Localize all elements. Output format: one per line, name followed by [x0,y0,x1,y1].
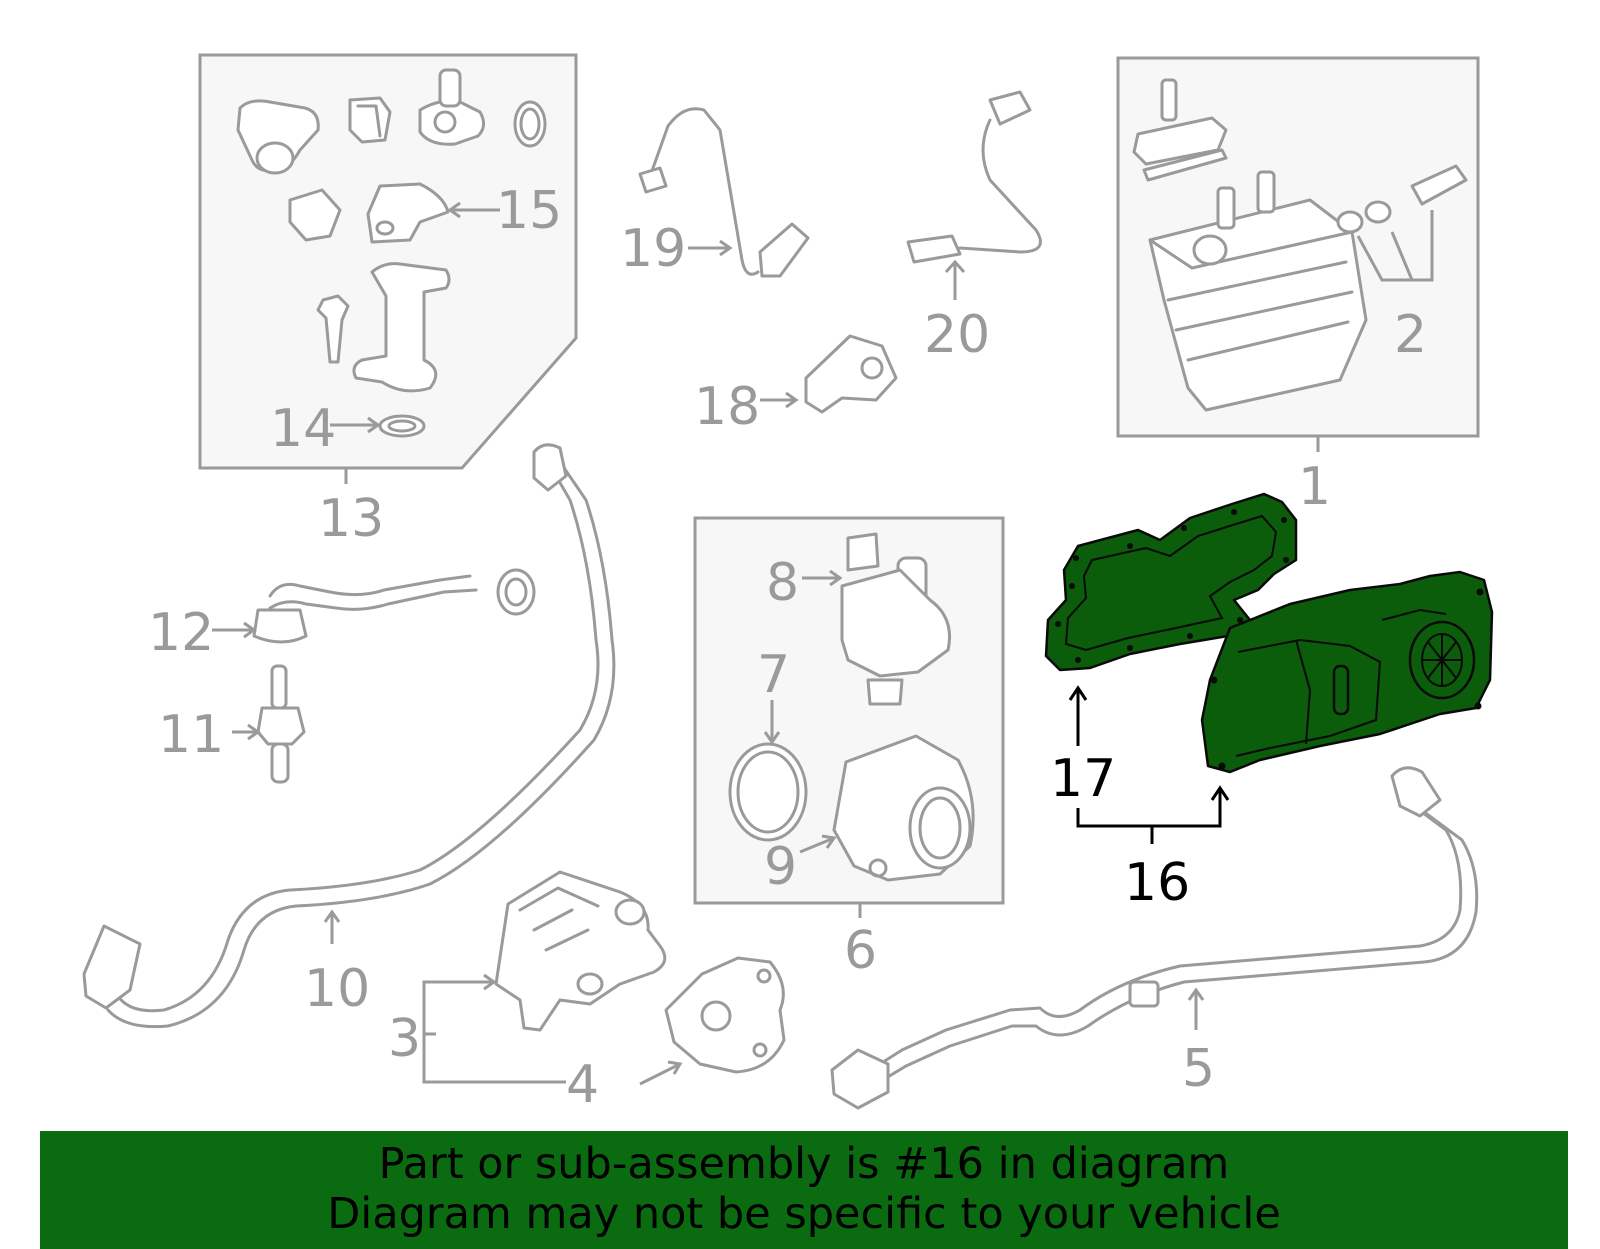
part-4-gasket [664,956,786,1074]
part-3-valve [494,870,667,1032]
callout-20: 20 [924,305,990,365]
part-12-hose [252,568,536,644]
callout-1: 1 [1298,457,1331,517]
callout-16: 16 [1124,853,1190,913]
callout-10: 10 [304,959,370,1019]
callout-8: 8 [766,553,799,613]
callout-4: 4 [566,1055,599,1115]
part-10-hose [82,443,616,1029]
callout-5: 5 [1182,1039,1215,1099]
callout-18: 18 [694,377,760,437]
callout-6: 6 [844,921,877,981]
kit-box-1 [1116,56,1480,452]
callout-9: 9 [764,837,797,897]
callout-17: 17 [1050,749,1116,809]
callout-3: 3 [388,1009,421,1069]
leader-lines [212,201,1230,1086]
kit-box-13 [198,53,578,470]
info-banner: Part or sub-assembly is #16 in diagram D… [40,1131,1568,1249]
kit-box-6 [693,516,1005,918]
callout-13: 13 [318,489,384,549]
callout-2: 2 [1394,305,1427,365]
callout-7: 7 [757,645,790,705]
callout-12: 12 [148,603,214,663]
part-5-hose [830,766,1479,1110]
callout-15: 15 [496,181,562,241]
part-20-sensor [906,90,1042,300]
banner-line-1: Part or sub-assembly is #16 in diagram [378,1139,1230,1189]
highlighted-part-16-cover [1200,570,1494,774]
part-11-fitting [256,664,306,784]
part-18-sensor [804,334,898,414]
banner-line-2: Diagram may not be specific to your vehi… [327,1189,1281,1239]
callout-14: 14 [270,399,336,459]
callout-labels: 1 2 3 4 5 6 7 8 9 10 11 12 13 14 15 16 1… [148,181,1427,1115]
part-19-sensor [638,107,810,278]
callout-19: 19 [620,219,686,279]
callout-11: 11 [158,705,224,765]
